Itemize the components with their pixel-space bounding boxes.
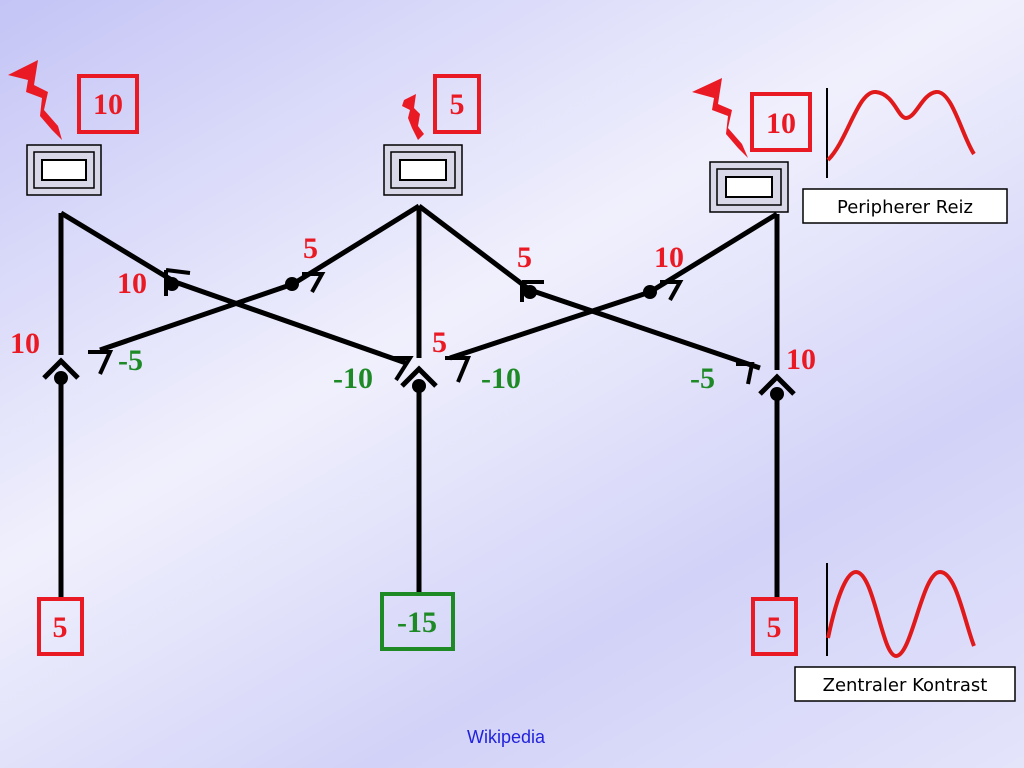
central-contrast-graph (826, 563, 976, 659)
neuron-wiring (42, 203, 796, 597)
footer-source-link[interactable]: Wikipedia (467, 727, 546, 747)
stimulus-box-right (750, 92, 812, 152)
stimulus-box-left (77, 74, 139, 134)
output-box-right (751, 597, 798, 656)
weight-middle-inhib-left: -10 (333, 362, 373, 395)
output-box-middle (380, 592, 455, 651)
peripheral-stimulus-graph (826, 88, 976, 178)
output-box-left (37, 597, 84, 656)
lightning-icon (402, 94, 424, 140)
peripheral-label: Peripherer Reiz (837, 197, 973, 218)
stimulus-value-right: 10 (766, 107, 796, 140)
stimulus-value-middle: 5 (450, 88, 465, 121)
weight-right-to-middle: 10 (654, 241, 684, 274)
lightning-icon (8, 60, 62, 140)
receptor-cell-right (709, 161, 789, 213)
stimulus-box-middle (433, 74, 481, 134)
weight-left-inhib: -5 (118, 344, 143, 377)
peripheral-label-box (802, 188, 1008, 224)
lightning-icon (692, 78, 748, 158)
central-label: Zentraler Kontrast (823, 675, 988, 696)
output-value-middle: -15 (397, 606, 437, 639)
output-value-left: 5 (53, 611, 68, 644)
contrast-wave (826, 569, 976, 659)
central-label-box (794, 666, 1016, 702)
weight-middle-to-left: 5 (303, 232, 318, 265)
weight-left-to-middle: 10 (117, 267, 147, 300)
weight-right-self: 10 (786, 343, 816, 376)
stimulus-value-left: 10 (93, 88, 123, 121)
receptor-cell-middle (383, 144, 463, 196)
output-value-right: 5 (767, 611, 782, 644)
peripheral-wave (826, 90, 976, 162)
weight-left-self: 10 (10, 327, 40, 360)
receptor-cell-left (26, 144, 102, 196)
weight-middle-self: 5 (432, 326, 447, 359)
weight-middle-inhib-right: -10 (481, 362, 521, 395)
weight-right-inhib: -5 (690, 362, 715, 395)
weight-middle-to-right: 5 (517, 241, 532, 274)
